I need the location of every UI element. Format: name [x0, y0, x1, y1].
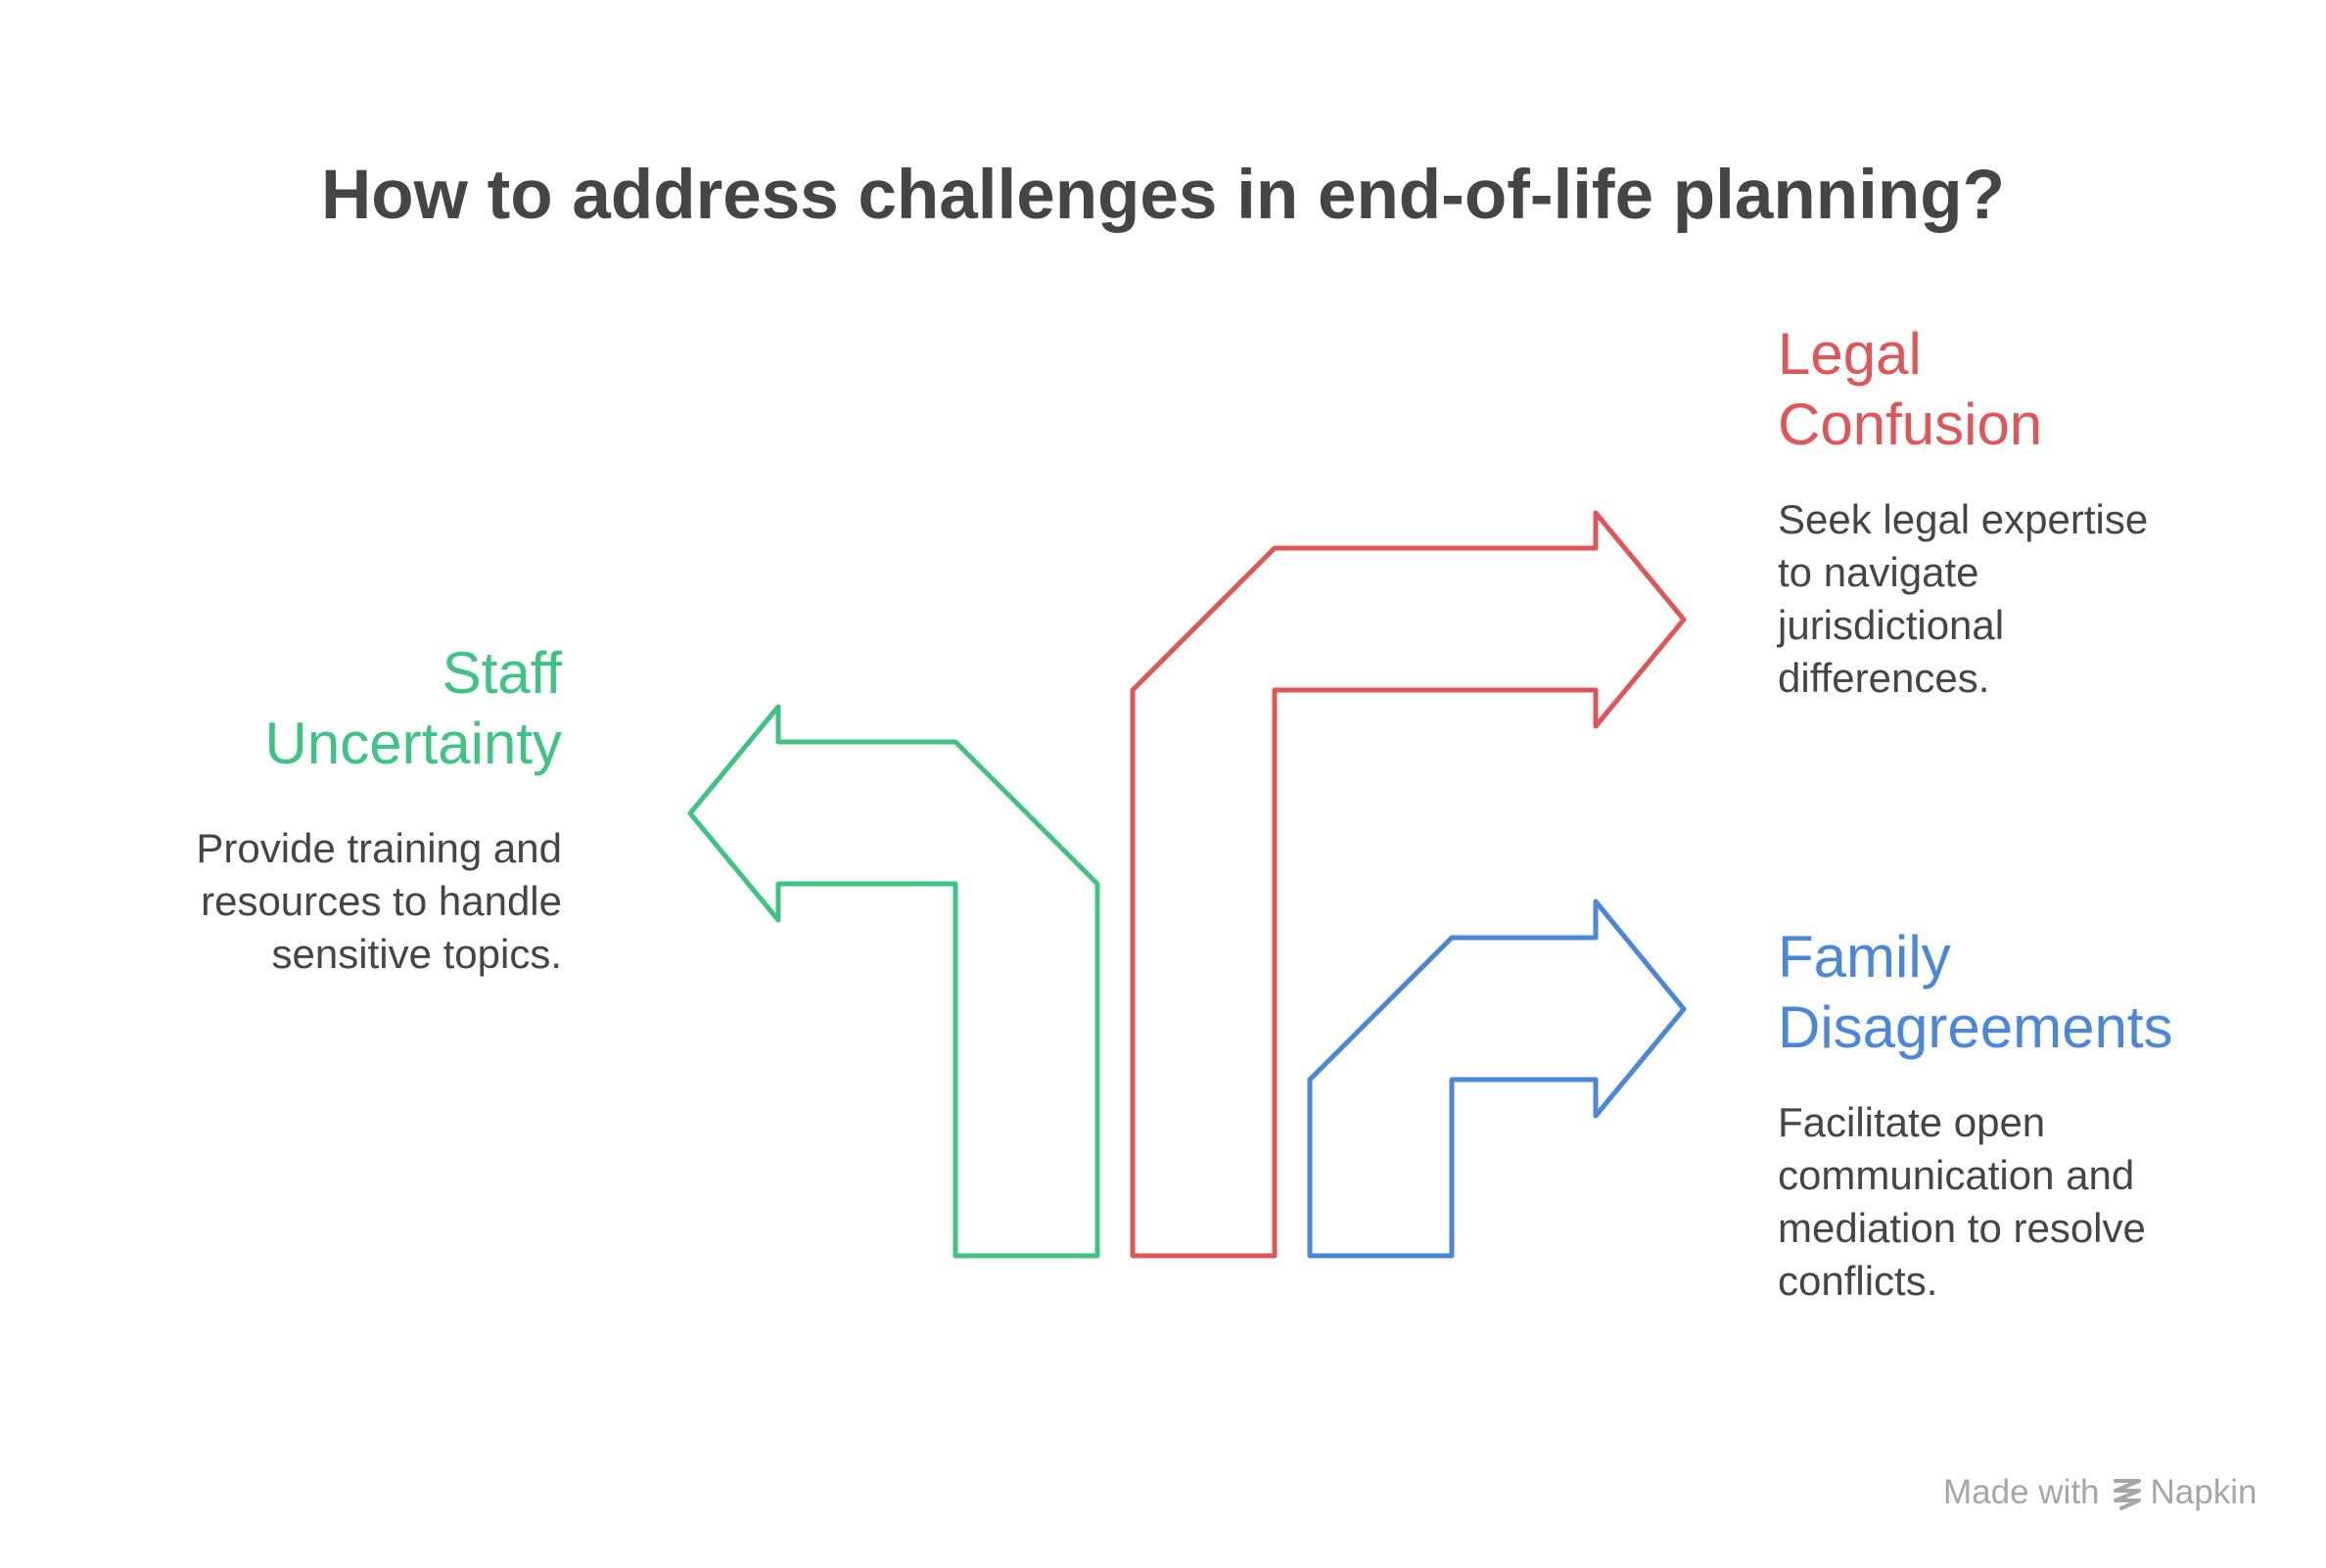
family-desc-line: mediation to resolve	[1778, 1205, 2146, 1251]
family-disagreements-title-line2: Disagreements	[1778, 994, 2173, 1060]
legal-desc-line: Seek legal expertise	[1778, 496, 2149, 542]
staff-desc-line: resources to handle	[201, 878, 562, 924]
staff-desc-line: sensitive topics.	[271, 931, 562, 977]
staff-uncertainty-title-line1: Staff	[442, 640, 562, 706]
diagram-title: How to address challenges in end-of-life…	[321, 157, 2005, 234]
staff-uncertainty-arrow	[687, 704, 1100, 1259]
legal-desc-line: jurisdictional	[1778, 602, 2005, 648]
legal-confusion-title-line1: Legal	[1778, 321, 1922, 387]
staff-uncertainty-title-line2: Uncertainty	[264, 711, 562, 776]
family-disagreements-arrow	[1307, 899, 1687, 1259]
staff-uncertainty-description: Provide training and resources to handle…	[147, 822, 562, 981]
family-disagreements-title: Family Disagreements	[1778, 922, 2228, 1063]
family-desc-line: communication and	[1778, 1152, 2135, 1198]
family-desc-line: conflicts.	[1778, 1258, 1938, 1304]
legal-desc-line: to navigate	[1778, 549, 1979, 595]
family-desc-line: Facilitate open	[1778, 1099, 2046, 1145]
legal-desc-line: differences.	[1778, 655, 1990, 701]
legal-confusion-title-line2: Confusion	[1778, 392, 2043, 457]
legal-confusion-title: Legal Confusion	[1778, 319, 2209, 460]
napkin-logo-icon	[2113, 1479, 2141, 1510]
napkin-brand-label: Napkin	[2150, 1473, 2257, 1511]
made-with-napkin-badge[interactable]: Made with Napkin	[1943, 1471, 2256, 1514]
legal-confusion-description: Seek legal expertise to navigate jurisdi…	[1778, 493, 2209, 705]
staff-desc-line: Provide training and	[196, 825, 562, 871]
staff-uncertainty-title: Staff Uncertainty	[166, 638, 562, 779]
made-with-label: Made with	[1943, 1473, 2100, 1511]
family-disagreements-title-line1: Family	[1778, 924, 1951, 990]
family-disagreements-description: Facilitate open communication and mediat…	[1778, 1096, 2238, 1308]
legal-confusion-arrow	[1130, 510, 1687, 1259]
